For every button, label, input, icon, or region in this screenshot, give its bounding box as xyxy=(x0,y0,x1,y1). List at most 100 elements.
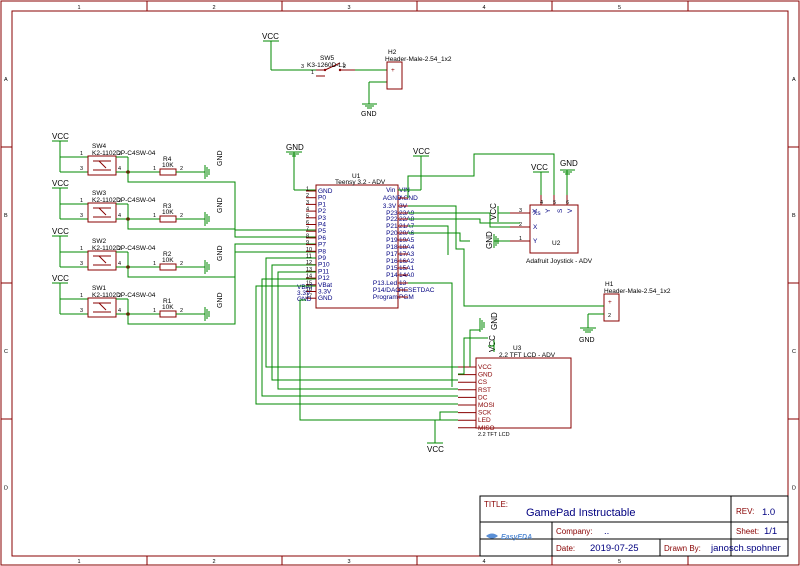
sw5-group: VCC 3 1 2 SW5 K3-1260D-L1 GND + H2 Heade… xyxy=(262,32,452,118)
vcc-net-label-u2: VCC xyxy=(489,203,498,220)
wire-a8-joy xyxy=(408,218,520,224)
u2-top-pin-num: 5 xyxy=(553,200,556,206)
u1-left-pin-num: 15 xyxy=(306,280,312,286)
drawn-by-value: janosch.spohner xyxy=(710,543,781,554)
switch-part: K2-1102DP-C4SW-04 xyxy=(92,292,156,299)
u1-left-pin-label: P4 xyxy=(318,222,326,229)
switch-part: K2-1102DP-C4SW-04 xyxy=(92,245,156,252)
resistor-pin-2: 2 xyxy=(180,308,183,314)
u3-ref: U3 xyxy=(513,345,522,352)
u1-left-pin-num: 2 xyxy=(306,193,309,199)
u1-left-pin-label: P9 xyxy=(318,255,326,262)
vcc-net-label-sw5: VCC xyxy=(262,32,279,41)
resistor-pin-1: 1 xyxy=(153,166,156,172)
u3-pin-label: SCK xyxy=(478,410,492,417)
vcc-net-label-sw2: VCC xyxy=(52,227,69,236)
u1-right-pin-label: P22 xyxy=(386,216,398,223)
u3-pin-label: DC xyxy=(478,394,488,401)
u1-left-pin-label: GND xyxy=(318,188,333,195)
u1-left-pin-label: P11 xyxy=(318,268,329,275)
frame-row-label-right: A xyxy=(792,77,796,83)
frame-row-label-left: D xyxy=(4,486,8,492)
switch-pin-1: 1 xyxy=(80,293,83,299)
resistor-value: 10K xyxy=(162,209,174,216)
resistor-ref: R1 xyxy=(163,298,172,305)
wires xyxy=(255,153,604,421)
frame-col-label-bottom: 2 xyxy=(213,559,216,565)
wire-miso xyxy=(299,299,458,421)
u2-part: Adafruit Joystick - ADV xyxy=(526,258,593,265)
switch-ref: SW1 xyxy=(92,285,106,292)
vcc-net-label-u2-top: VCC xyxy=(531,163,548,172)
u1-left-pin-num: 1 xyxy=(306,187,309,193)
u1-left-pin-label: 3.3V xyxy=(318,289,332,296)
switch-body xyxy=(87,297,117,318)
u2-ref: U2 xyxy=(552,240,561,247)
u2-top-pin-num: 6 xyxy=(566,200,569,206)
switch-lever xyxy=(98,255,107,264)
sw5-pin-2: 2 xyxy=(343,64,346,70)
u2-left-pin-label: Y xyxy=(533,238,538,245)
h1-body xyxy=(603,293,620,322)
gnd-net-label-u2: GND xyxy=(485,231,494,249)
frame-col-label-top: 4 xyxy=(483,5,486,11)
u1-right-pin-label: 3.3V xyxy=(383,203,397,210)
switch-part: K2-1102DP-C4SW-04 xyxy=(92,150,156,157)
date-label: Date: xyxy=(556,544,575,553)
company-value: .. xyxy=(604,526,609,537)
wire-13-sck xyxy=(408,282,453,387)
u1-right-pin-label: P20 xyxy=(386,230,398,237)
frame-col-label-top: 2 xyxy=(213,5,216,11)
wire-switch-to-u1 xyxy=(127,251,316,325)
frame-row-label-left: B xyxy=(4,213,8,219)
u3-pin-label: MOSI xyxy=(478,402,495,409)
u1-right-pin-label: P21 xyxy=(386,223,398,230)
u1-left-pin-label: P1 xyxy=(318,201,326,208)
frame-row-label-left: C xyxy=(4,349,8,355)
resistor-pin-1: 1 xyxy=(153,213,156,219)
wire-switch-to-u1 xyxy=(127,219,316,238)
h1-pin-2: 2 xyxy=(608,313,611,319)
switch-part: K2-1102DP-C4SW-04 xyxy=(92,197,156,204)
u1-left-pin-label: P3 xyxy=(318,215,326,222)
rev-value: 1.0 xyxy=(762,507,775,518)
switch-pin-1: 1 xyxy=(80,198,83,204)
resistor-body xyxy=(159,215,177,223)
vcc-net-label-lcd-bottom: VCC xyxy=(427,445,444,454)
u1-left-pin-label: P12 xyxy=(318,275,330,282)
switch-pin-2: 2 xyxy=(118,246,121,252)
u1-right-pin-label: P16 xyxy=(386,258,398,265)
gnd-net-label-switch: GND xyxy=(217,197,224,213)
resistor-value: 10K xyxy=(162,304,174,311)
gnd-net-label-u3: GND xyxy=(490,312,499,330)
switch-ref: SW2 xyxy=(92,238,106,245)
u1-left-pin-label: P0 xyxy=(318,195,326,202)
u1-left-pin-label: P5 xyxy=(318,228,326,235)
resistor-body xyxy=(159,168,177,176)
u1-right-pin-label: Program xyxy=(373,294,398,301)
switch-lever xyxy=(98,302,107,311)
u1-right-pin-label: P14 xyxy=(386,272,398,279)
frame-row-label-right: D xyxy=(792,486,796,492)
wire-a9-joy-x xyxy=(408,212,510,228)
wire-lcd-led xyxy=(435,411,458,421)
wire-switch-to-u1 xyxy=(127,172,316,231)
resistor-pin-1: 1 xyxy=(153,261,156,267)
wire-p10-dc xyxy=(277,271,458,390)
switch-ref: SW3 xyxy=(92,190,106,197)
switch-pin-2: 2 xyxy=(118,293,121,299)
u2-top-pin-num: 4 xyxy=(540,200,543,206)
u1-left-pin-num: 4 xyxy=(306,207,309,213)
sw5-part: K3-1260D-L1 xyxy=(307,62,346,69)
u1-left-pin-label: P6 xyxy=(318,235,326,242)
u1-left-pin-num: 16 xyxy=(306,287,312,293)
frame-col-label-top: 5 xyxy=(618,5,621,11)
h1-header: + 2 H1 Header-Male-2.54_1x2 GND xyxy=(579,281,671,344)
u1-left-pin-label: GND xyxy=(318,295,333,302)
easyeda-logo: EasyEDA xyxy=(486,533,532,541)
u1-outer-3v3: 3.3V xyxy=(297,290,311,297)
